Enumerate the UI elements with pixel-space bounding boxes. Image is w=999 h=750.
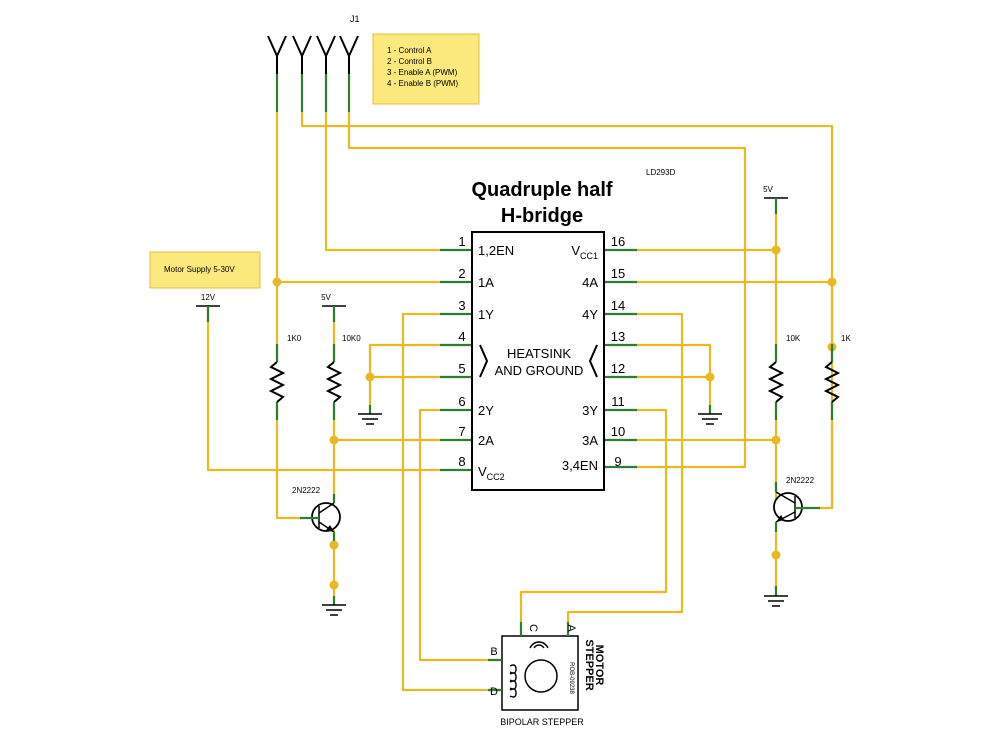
pin-16-number: 16 xyxy=(611,234,625,249)
h-bridge-chip: LD293D Quadruple half H-bridge 1 2 3 4 5… xyxy=(458,168,676,491)
pin-9-label: 3,4EN xyxy=(562,458,598,473)
pin-11-number: 11 xyxy=(611,394,625,409)
ground-right-transistor xyxy=(764,586,788,607)
pin-13-number: 13 xyxy=(611,329,625,344)
resistor-1k: 1K xyxy=(823,334,851,420)
motor-title-line-2: MOTOR xyxy=(593,645,605,686)
note-line-2: 2 - Control B xyxy=(387,57,432,66)
resistor-10k0-label: 10K0 xyxy=(342,334,361,343)
lead-stubs xyxy=(275,72,637,472)
pin-3-number: 3 xyxy=(458,298,465,313)
pin-2-label: 1A xyxy=(478,275,494,290)
resistor-1k-label: 1K xyxy=(841,334,851,343)
pin-6-label: 2Y xyxy=(478,403,494,418)
pin-15-number: 15 xyxy=(611,266,625,281)
connector-note: 1 - Control A 2 - Control B 3 - Enable A… xyxy=(372,33,480,105)
stepper-motor: B D C A ROB-09238 STEPPER MOTOR BIPOLAR … xyxy=(488,622,605,727)
transistor-right: 2N2222 xyxy=(773,476,820,532)
resistor-10k-label: 10K xyxy=(786,334,801,343)
motor-pin-b: B xyxy=(490,646,497,658)
j1-connector: J1 xyxy=(267,14,360,74)
resistor-10k: 10K xyxy=(767,334,801,420)
chip-title-line-1: Quadruple half xyxy=(471,179,612,201)
supply-note: Motor Supply 5-30V xyxy=(149,251,261,289)
pin-3-label: 1Y xyxy=(478,307,494,322)
heatsink-label-line-1: HEATSINK xyxy=(507,346,571,361)
power-5v-left: 5V xyxy=(321,293,346,322)
power-5v-right: 5V xyxy=(763,185,788,214)
pin-10-number: 10 xyxy=(611,424,625,439)
motor-pin-d: D xyxy=(490,686,498,698)
pin-15-label: 4A xyxy=(582,275,598,290)
pin-4-number: 4 xyxy=(458,329,465,344)
j1-label: J1 xyxy=(350,14,360,24)
pin-7-number: 7 xyxy=(458,424,465,439)
note-line-3: 3 - Enable A (PWM) xyxy=(387,68,458,77)
pin-16-label-main: V xyxy=(571,243,580,258)
pin-1-label: 1,2EN xyxy=(478,243,514,258)
pin-16-label-sub: CC1 xyxy=(580,251,598,261)
transistor-left: 2N2222 xyxy=(292,486,341,541)
pin-5-number: 5 xyxy=(458,361,465,376)
chip-body xyxy=(471,231,605,491)
pin-8-label-main: V xyxy=(478,464,487,479)
heatsink-bracket-left xyxy=(479,344,489,378)
pin-2-number: 2 xyxy=(458,266,465,281)
pin-11-label: 3Y xyxy=(582,403,598,418)
pin-14-number: 14 xyxy=(611,298,625,313)
motor-pin-c: C xyxy=(527,624,539,632)
note-line-4: 4 - Enable B (PWM) xyxy=(387,79,458,88)
heatsink-bracket-right xyxy=(588,344,598,378)
pin-8-number: 8 xyxy=(458,454,465,469)
note-line-1: 1 - Control A xyxy=(387,46,432,55)
ground-left-transistor xyxy=(322,596,346,616)
ground-heatsink-right xyxy=(698,405,722,425)
heatsink-label-line-2: AND GROUND xyxy=(495,363,584,378)
pin-12-number: 12 xyxy=(611,361,625,376)
chip-title-line-2: H-bridge xyxy=(501,205,583,227)
resistor-10k0: 10K0 xyxy=(325,334,361,420)
transistor-right-label: 2N2222 xyxy=(786,476,815,485)
motor-caption: BIPOLAR STEPPER xyxy=(500,717,584,727)
pin-16-label: VCC1 xyxy=(571,243,598,261)
resistor-1k0-label: 1K0 xyxy=(287,334,302,343)
junctions xyxy=(272,245,837,590)
power-12v: 12V xyxy=(196,293,220,322)
pin-8-label-sub: CC2 xyxy=(487,472,505,482)
motor-pin-a: A xyxy=(565,624,577,632)
supply-note-text: Motor Supply 5-30V xyxy=(164,265,235,274)
transistor-left-label: 2N2222 xyxy=(292,486,321,495)
motor-title-line-1: STEPPER xyxy=(583,639,595,690)
pin-6-number: 6 xyxy=(458,394,465,409)
power-5v-right-label: 5V xyxy=(763,185,773,194)
power-5v-left-label: 5V xyxy=(321,293,331,302)
pin-7-label: 2A xyxy=(478,433,494,448)
pin-8-label: VCC2 xyxy=(478,464,505,482)
pin-1-number: 1 xyxy=(458,234,465,249)
resistor-1k0: 1K0 xyxy=(268,334,302,420)
pin-14-label: 4Y xyxy=(582,307,598,322)
chip-part-number: LD293D xyxy=(646,168,676,177)
ground-heatsink-left xyxy=(358,405,382,425)
power-12v-label: 12V xyxy=(201,293,216,302)
motor-part-number: ROB-09238 xyxy=(568,662,574,694)
pin-10-label: 3A xyxy=(582,433,598,448)
pin-9-number: 9 xyxy=(614,454,621,469)
